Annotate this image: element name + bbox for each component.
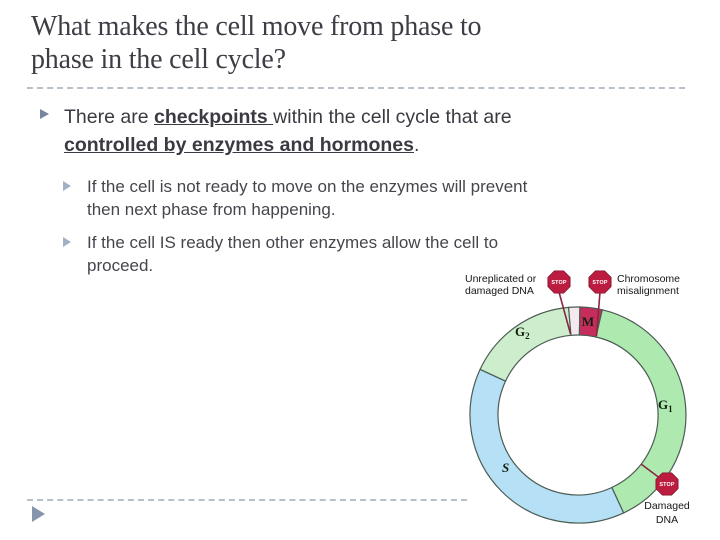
g1-checkpoint-label-line1: Damaged xyxy=(644,500,690,512)
main-bullet-line2: controlled by enzymes and hormones. xyxy=(64,131,644,159)
main-bullet-plain: within the cell cycle that are xyxy=(273,106,512,128)
sub-bullet-2-line1: If the cell IS ready then other enzymes … xyxy=(87,233,499,252)
footer-divider xyxy=(27,499,467,501)
stop-sign-icon: STOP xyxy=(655,472,679,496)
phase-segment-g2 xyxy=(479,306,572,382)
phase-g2-subscript: 2 xyxy=(525,331,530,341)
phase-label-g2: G2 xyxy=(515,324,530,341)
cell-cycle-ring xyxy=(469,306,687,524)
phase-g2-letter: G xyxy=(515,324,525,339)
stop-sign-label: STOP xyxy=(659,482,675,488)
sub-bullet-1: If the cell is not ready to move on the … xyxy=(87,175,647,221)
g2m-checkpoint-label-line1: Unreplicated or xyxy=(465,273,537,285)
sub-bullet-1-line2: then next phase from happening. xyxy=(87,200,336,219)
bullet-triangle-icon xyxy=(40,109,49,119)
phase-label-m: M xyxy=(582,314,594,329)
page-title-line1: What makes the cell move from phase to xyxy=(31,11,482,42)
main-bullet-plain: There are xyxy=(64,106,154,128)
main-bullet-line1: There are checkpoints within the cell cy… xyxy=(64,103,644,131)
m-checkpoint-label-line1: Chromosome xyxy=(617,273,680,285)
sub-bullet-1-line1: If the cell is not ready to move on the … xyxy=(87,177,528,196)
stop-signs: STOP STOP STOP xyxy=(547,270,679,496)
g1-checkpoint-label-line2: DNA xyxy=(656,514,678,526)
footer-triangle-icon xyxy=(32,506,45,522)
phase-segment-s xyxy=(469,368,625,524)
main-bullet-text: There are checkpoints within the cell cy… xyxy=(64,103,644,159)
title-divider xyxy=(27,87,685,89)
phase-label-s: S xyxy=(502,460,509,475)
main-bullet-plain: . xyxy=(414,134,420,156)
g2m-checkpoint-line xyxy=(558,291,572,335)
stop-sign-icon: STOP xyxy=(588,270,612,294)
sub-bullet-triangle-icon xyxy=(63,237,71,247)
stop-sign-label: STOP xyxy=(551,280,567,286)
sub-bullet-2: If the cell IS ready then other enzymes … xyxy=(87,231,647,277)
main-bullet-emphasis: controlled by enzymes and hormones xyxy=(64,134,414,156)
sub-bullet-triangle-icon xyxy=(63,181,71,191)
m-checkpoint-line xyxy=(595,291,601,337)
page-title: What makes the cell move from phase to p… xyxy=(31,10,691,76)
phase-g1-subscript: 1 xyxy=(668,404,673,414)
sub-bullet-2-line2: proceed. xyxy=(87,256,154,275)
cell-cycle-diagram: STOP STOP STOP Unreplicated or damaged D… xyxy=(465,270,690,526)
stop-sign-label: STOP xyxy=(592,280,608,286)
stop-sign-icon: STOP xyxy=(547,270,571,294)
page-title-line2: phase in the cell cycle? xyxy=(31,44,286,75)
main-bullet-emphasis: checkpoints xyxy=(153,106,274,128)
phase-g1-letter: G xyxy=(658,397,668,412)
m-checkpoint-label-line2: misalignment xyxy=(617,285,679,297)
g2m-checkpoint-label-line2: damaged DNA xyxy=(465,285,534,297)
phase-label-g1: G1 xyxy=(658,397,673,414)
